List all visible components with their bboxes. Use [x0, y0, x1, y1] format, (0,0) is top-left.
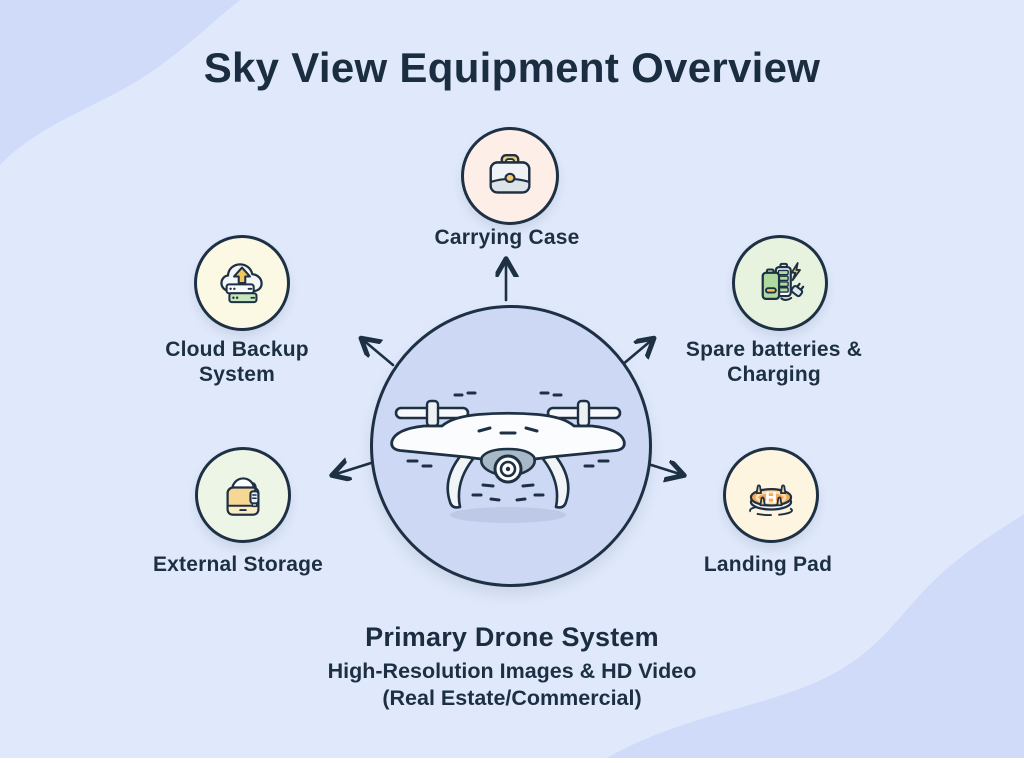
cloud-upload-icon: [220, 263, 263, 304]
connector-arrow-upper-left: [362, 339, 395, 367]
node-label-cloud-backup: Cloud Backup System: [165, 338, 309, 386]
connector-arrow-upper-right: [620, 339, 653, 367]
node-spare-batteries: [732, 235, 828, 331]
bottom-white-strip: [0, 758, 1024, 763]
center-node-subheading-line2: (Real Estate/Commercial): [382, 686, 642, 711]
node-carrying-case: [461, 127, 559, 225]
center-node-heading: Primary Drone System: [365, 622, 659, 652]
hard-drive-icon: [226, 477, 260, 516]
node-label-external-storage: External Storage: [152, 553, 324, 576]
node-label-spare-batteries: Spare batteries & Charging: [685, 338, 863, 386]
center-node-subheading: High-Resolution Images & HD Video (Real …: [0, 658, 1024, 712]
center-node-subheading-line1: High-Resolution Images & HD Video: [327, 659, 697, 683]
page-title: Sky View Equipment Overview: [203, 44, 821, 91]
node-label-carrying-case: Carrying Case: [434, 226, 580, 249]
drone-icon: [390, 391, 626, 523]
center-node-primary-drone: [370, 305, 652, 587]
helipad-icon: [749, 484, 793, 516]
node-landing-pad: [723, 447, 819, 543]
node-external-storage: [195, 447, 291, 543]
connector-arrow-lower-left: [333, 463, 373, 475]
battery-charging-icon: [761, 262, 805, 301]
node-cloud-backup: [194, 235, 290, 331]
node-label-landing-pad: Landing Pad: [703, 553, 833, 576]
briefcase-icon: [489, 154, 531, 194]
